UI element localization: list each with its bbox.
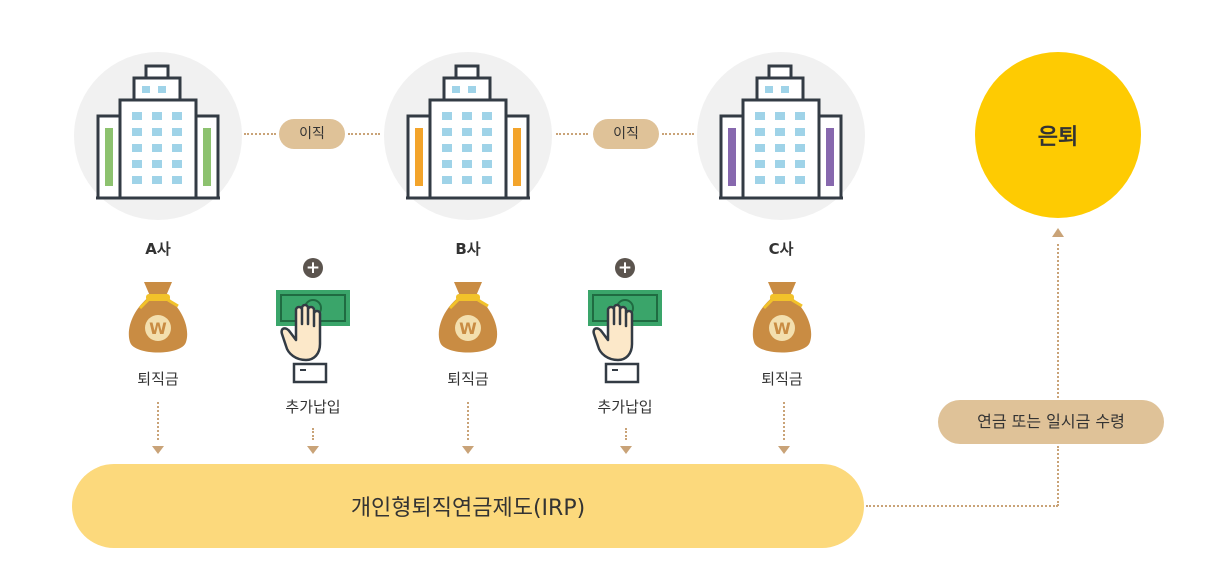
severance-label: 퇴직금 bbox=[761, 370, 803, 388]
transfer-badge: 이직 bbox=[593, 119, 659, 149]
transfer-connector bbox=[348, 133, 380, 135]
transfer-connector bbox=[556, 133, 588, 135]
company-c-label: C사 bbox=[768, 240, 794, 258]
flow-connector bbox=[1057, 244, 1059, 398]
money-bag-icon: W bbox=[128, 282, 188, 353]
money-bag-icon: W bbox=[438, 282, 498, 353]
flow-connector bbox=[625, 428, 627, 440]
transfer-connector bbox=[244, 133, 276, 135]
flow-connector bbox=[1057, 446, 1059, 506]
arrow-down-icon bbox=[152, 446, 164, 454]
flow-connector bbox=[783, 402, 785, 440]
arrow-down-icon bbox=[778, 446, 790, 454]
company-a-label: A사 bbox=[145, 240, 171, 258]
irp-bar: 개인형퇴직연금제도(IRP) bbox=[72, 464, 864, 548]
additional-payment-label: 추가납입 bbox=[285, 398, 341, 416]
flow-connector bbox=[312, 428, 314, 440]
flow-connector bbox=[866, 505, 1058, 507]
receive-badge: 연금 또는 일시금 수령 bbox=[938, 400, 1164, 444]
building-icon bbox=[96, 64, 220, 200]
plus-icon: + bbox=[303, 258, 323, 278]
retirement-label: 은퇴 bbox=[1037, 125, 1079, 150]
svg-text:W: W bbox=[149, 319, 167, 338]
flow-connector bbox=[157, 402, 159, 440]
arrow-down-icon bbox=[462, 446, 474, 454]
irp-label: 개인형퇴직연금제도(IRP) bbox=[350, 496, 586, 521]
arrow-down-icon bbox=[307, 446, 319, 454]
building-icon bbox=[719, 64, 843, 200]
building-icon bbox=[406, 64, 530, 200]
flow-connector bbox=[467, 402, 469, 440]
retirement-circle: 은퇴 bbox=[975, 52, 1141, 218]
arrow-down-icon bbox=[620, 446, 632, 454]
cash-hand-icon bbox=[276, 290, 350, 384]
company-b-label: B사 bbox=[455, 240, 481, 258]
plus-icon: + bbox=[615, 258, 635, 278]
arrow-up-icon bbox=[1052, 228, 1064, 237]
svg-text:W: W bbox=[459, 319, 477, 338]
severance-label: 퇴직금 bbox=[447, 370, 489, 388]
money-bag-icon: W bbox=[752, 282, 812, 353]
additional-payment-label: 추가납입 bbox=[597, 398, 653, 416]
transfer-connector bbox=[662, 133, 694, 135]
severance-label: 퇴직금 bbox=[137, 370, 179, 388]
transfer-badge: 이직 bbox=[279, 119, 345, 149]
cash-hand-icon bbox=[588, 290, 662, 384]
svg-text:W: W bbox=[773, 319, 791, 338]
